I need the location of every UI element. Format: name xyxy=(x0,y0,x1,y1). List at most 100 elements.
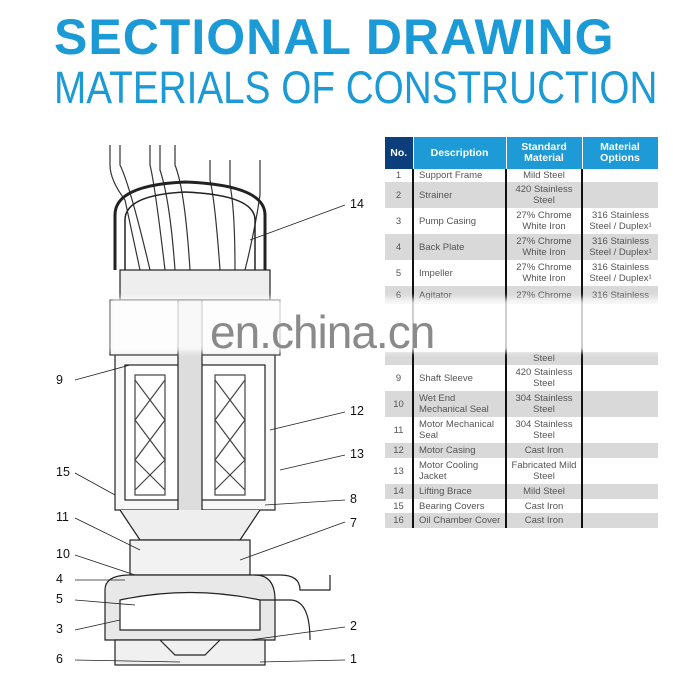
cell-std: 304 Stainless Steel xyxy=(506,391,583,417)
cell-std: Cast Iron xyxy=(506,513,583,528)
cell-no: 16 xyxy=(385,513,413,528)
cell-std: 27% Chrome White Iron xyxy=(506,208,583,234)
cell-desc: Oil Chamber Cover xyxy=(412,513,507,528)
callout-label: 6 xyxy=(56,652,63,666)
header-material-options: Material Options xyxy=(582,137,659,169)
cell-no: 10 xyxy=(385,391,413,417)
cell-std: 304 Stainless Steel xyxy=(506,417,583,443)
cell-opt xyxy=(582,352,658,365)
cell-no: 11 xyxy=(393,424,404,436)
callout-label: 8 xyxy=(350,492,357,506)
cell-std: Fabricated Mild Steel xyxy=(506,458,583,484)
cell-desc: Strainer xyxy=(412,182,507,208)
callout-label: 9 xyxy=(56,373,63,387)
callout-label: 5 xyxy=(56,592,63,606)
leader-lines xyxy=(74,204,346,663)
cell-opt xyxy=(582,443,658,458)
cell-desc: Back Plate xyxy=(412,234,507,260)
cell-desc: Shaft Sleeve xyxy=(412,365,507,391)
cell-opt xyxy=(582,484,658,499)
cell-desc: Pump Casing xyxy=(412,208,507,234)
cell-no: 15 xyxy=(393,500,404,512)
cell-opt: 316 Stainless Steel / Duplex¹ xyxy=(582,234,658,260)
header-no: No. xyxy=(385,137,414,169)
cell-no: 12 xyxy=(385,443,413,458)
cell-no: 13 xyxy=(393,465,404,477)
support-frame xyxy=(114,639,266,666)
page-title: SECTIONAL DRAWING xyxy=(54,9,615,65)
callout-label: 2 xyxy=(350,619,357,633)
cell-opt xyxy=(582,513,658,528)
cell-opt xyxy=(582,169,658,182)
cell-opt xyxy=(582,417,658,443)
page-subtitle: MATERIALS OF CONSTRUCTION xyxy=(54,62,658,113)
callout-label: 4 xyxy=(56,572,63,586)
callout-label: 11 xyxy=(56,510,69,524)
sectional-drawing xyxy=(74,145,346,666)
cell-desc: Motor Cooling Jacket xyxy=(412,458,507,484)
cell-std: Mild Steel xyxy=(506,169,583,182)
cell-desc: Bearing Covers xyxy=(412,499,507,513)
table-row: Steel xyxy=(385,352,658,365)
cell-std: 27% Chrome White Iron xyxy=(506,234,583,260)
cell-opt xyxy=(582,365,658,391)
callout-label: 12 xyxy=(350,404,364,418)
cell-no: 5 xyxy=(395,267,402,279)
callout-label: 13 xyxy=(350,447,364,461)
cell-desc: Wet End Mechanical Seal xyxy=(412,391,507,417)
table-header-row: No. Description Standard Material Materi… xyxy=(385,137,659,169)
cell-desc xyxy=(412,352,507,365)
cell-opt xyxy=(582,458,658,484)
cell-no: 14 xyxy=(385,484,413,499)
callout-label: 1 xyxy=(350,652,357,666)
watermark-band xyxy=(110,298,673,352)
cell-std: Cast Iron xyxy=(506,443,583,458)
header-description: Description xyxy=(413,137,507,169)
cell-std: 27% Chrome White Iron xyxy=(506,260,583,286)
cell-desc: Impeller xyxy=(412,260,507,286)
cell-std: Cast Iron xyxy=(506,499,583,513)
cell-no: 3 xyxy=(395,215,402,227)
cell-no: 9 xyxy=(395,372,402,384)
watermark: en.china.cn xyxy=(210,306,435,358)
cables xyxy=(109,145,261,271)
cell-desc: Motor Mechanical Seal xyxy=(412,417,507,443)
callout-label: 10 xyxy=(56,547,70,561)
cell-std: 420 Stainless Steel xyxy=(506,182,583,208)
cell-desc: Lifting Brace xyxy=(412,484,507,499)
cell-std: Steel xyxy=(506,352,583,365)
cell-no: 4 xyxy=(385,234,413,260)
cell-opt xyxy=(582,499,658,513)
cell-opt xyxy=(582,391,658,417)
stator-windings xyxy=(134,374,246,496)
callout-label: 14 xyxy=(350,197,364,211)
callout-label: 15 xyxy=(56,465,70,479)
cell-std: Mild Steel xyxy=(506,484,583,499)
cell-std: 420 Stainless Steel xyxy=(506,365,583,391)
callout-label: 3 xyxy=(56,622,63,636)
cell-no xyxy=(385,352,413,365)
cell-desc: Motor Casing xyxy=(412,443,507,458)
callout-label: 7 xyxy=(350,516,357,530)
cell-no: 2 xyxy=(385,182,413,208)
cell-opt: 316 Stainless Steel / Duplex¹ xyxy=(589,262,652,284)
header-standard-material: Standard Material xyxy=(506,137,583,169)
cell-desc: Support Frame xyxy=(412,169,507,182)
cell-no: 1 xyxy=(395,170,402,181)
lifting-brace xyxy=(113,180,267,270)
cell-opt xyxy=(582,182,658,208)
cell-opt: 316 Stainless Steel / Duplex¹ xyxy=(589,210,652,232)
